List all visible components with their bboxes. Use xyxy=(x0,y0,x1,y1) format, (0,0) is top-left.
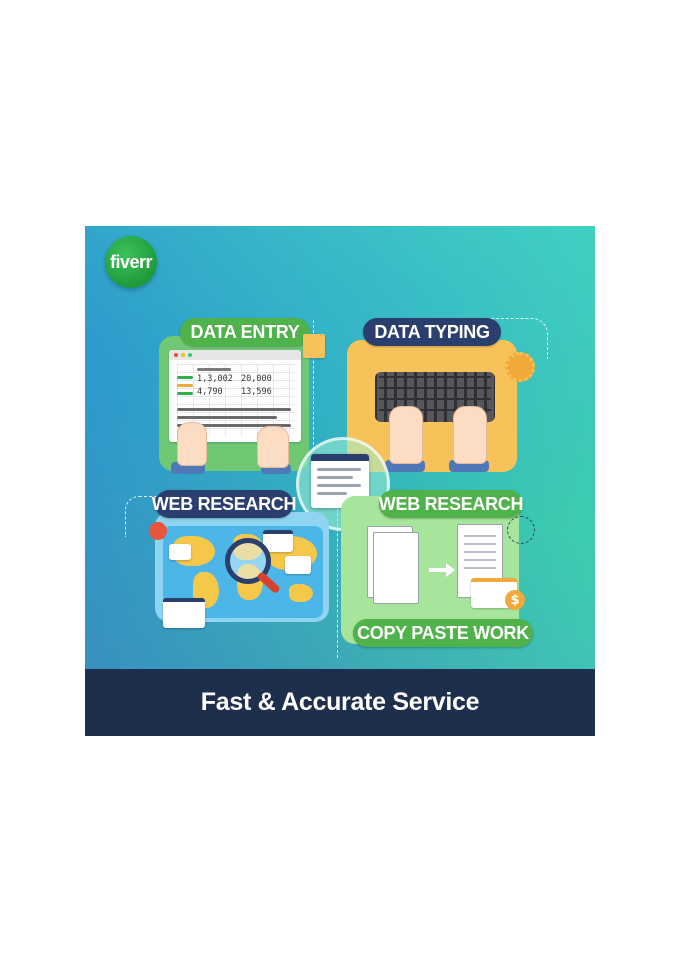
clipboard-icon xyxy=(303,334,325,358)
footer-title: Fast & Accurate Service xyxy=(200,688,480,716)
right-hand xyxy=(257,426,289,468)
connector-right xyxy=(481,318,548,359)
cell-value: 13,596 xyxy=(241,387,272,397)
browser-window-icon xyxy=(163,598,205,628)
sheet-row-highlight xyxy=(197,368,231,371)
data-typing-label: DATA TYPING xyxy=(363,318,501,346)
left-hand xyxy=(177,422,207,466)
web-research-right-label: WEB RESEARCH xyxy=(379,490,524,518)
document-icon xyxy=(311,454,369,508)
profile-card-icon xyxy=(263,530,293,552)
web-research-left-label: WEB RESEARCH xyxy=(152,490,297,518)
copy-paste-label: COPY PASTE WORK xyxy=(353,619,533,647)
data-entry-label: DATA ENTRY xyxy=(180,318,310,346)
dollar-coin-icon: $ xyxy=(505,590,525,610)
cell-value: 20,000 xyxy=(241,374,272,384)
cell-value: 4,790 xyxy=(197,387,223,397)
gear-icon xyxy=(505,352,535,382)
photo-card-icon xyxy=(285,556,311,574)
typing-right-hand xyxy=(453,406,487,464)
source-document-back xyxy=(373,532,419,604)
gig-banner: fiverr 1,3,002 20,000 4,790 13,596 DATA … xyxy=(85,226,595,736)
connector-bottom xyxy=(337,488,338,658)
user-avatar-icon xyxy=(507,516,535,544)
connector-left xyxy=(125,496,156,537)
connector-top xyxy=(313,320,314,450)
right-sleeve xyxy=(261,464,291,474)
fiverr-logo: fiverr xyxy=(105,236,157,288)
typing-left-hand xyxy=(389,406,423,464)
footer-banner: Fast & Accurate Service xyxy=(85,669,595,736)
arrow-right-icon xyxy=(429,563,455,577)
logo-text: fiverr xyxy=(109,251,153,272)
share-icon xyxy=(149,522,167,540)
cell-value: 1,3,002 xyxy=(197,374,233,384)
info-card-icon xyxy=(169,544,191,560)
